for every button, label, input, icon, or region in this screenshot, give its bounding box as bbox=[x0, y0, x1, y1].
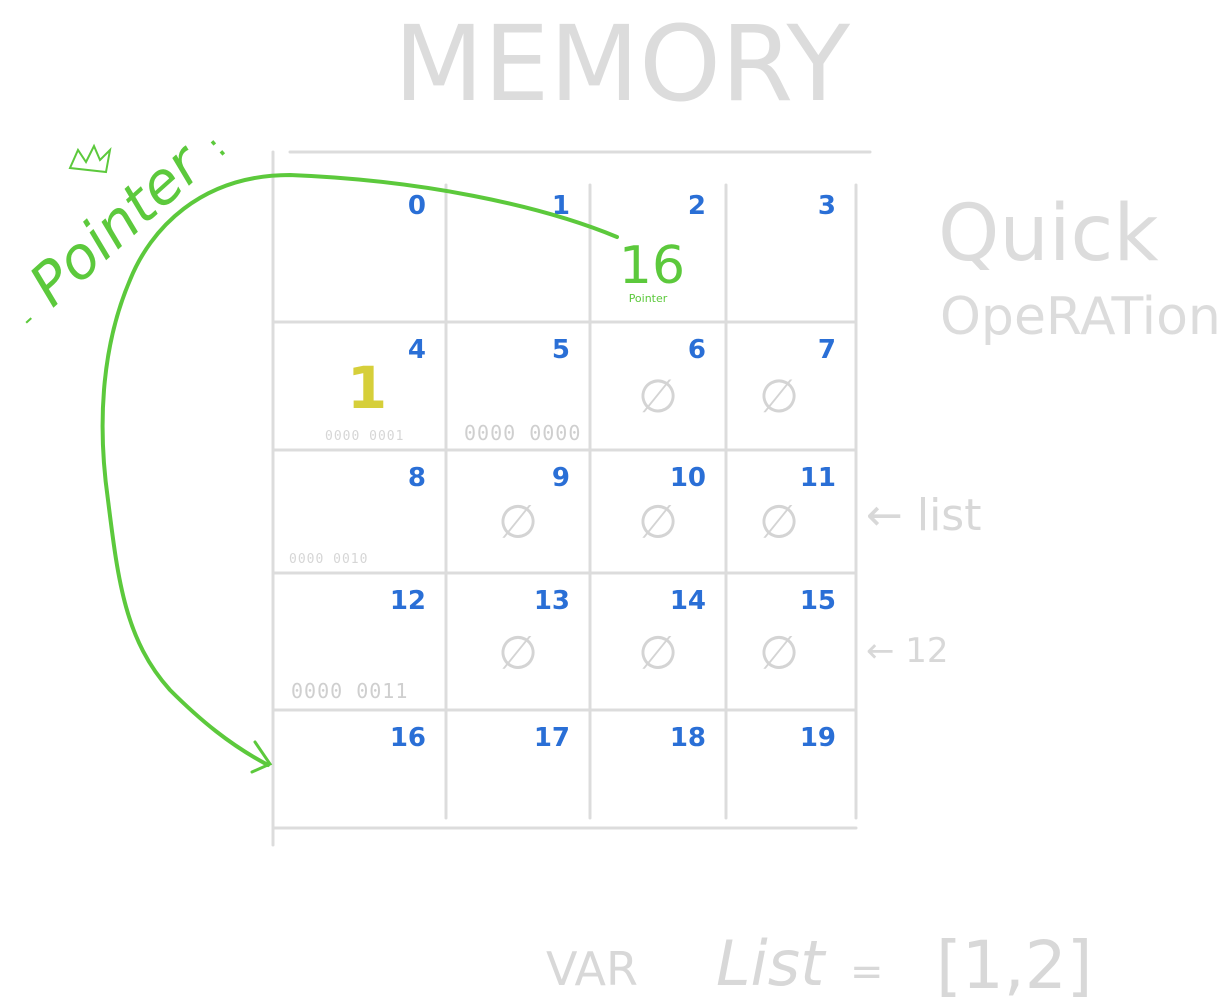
pointer-arrow bbox=[100, 172, 619, 767]
cell-address-16: 16 bbox=[390, 723, 426, 753]
list-value-cell-4: 1 bbox=[347, 354, 387, 422]
bit-label-cell-8: 0000 0010 bbox=[289, 552, 368, 567]
cell-address-14: 14 bbox=[670, 586, 706, 616]
cell-address-18: 18 bbox=[670, 723, 706, 753]
pointer-small-label: Pointer bbox=[629, 292, 668, 305]
pointer-dash-right: : bbox=[199, 127, 234, 164]
pointer-label: Pointer bbox=[16, 129, 217, 319]
annotation-twelve: ← 12 bbox=[866, 631, 949, 671]
cell-address-0: 0 bbox=[408, 191, 426, 221]
crown-doodle bbox=[68, 143, 112, 174]
cell-address-9: 9 bbox=[552, 463, 570, 493]
side-title-line1: Quick bbox=[938, 189, 1159, 279]
footer-name: List bbox=[716, 927, 827, 1000]
cell-address-12: 12 bbox=[390, 586, 426, 616]
bit-label-cell-5: 0000 0000 bbox=[464, 421, 581, 445]
bit-label-cell-4: 0000 0001 bbox=[325, 429, 404, 444]
cell-address-2: 2 bbox=[688, 191, 706, 221]
cell-address-15: 15 bbox=[800, 586, 836, 616]
empty-marker-cell-9: ∅ bbox=[498, 494, 538, 548]
cell-address-13: 13 bbox=[534, 586, 570, 616]
cell-address-3: 3 bbox=[818, 191, 836, 221]
empty-marker-cell-14: ∅ bbox=[638, 625, 678, 679]
memory-grid bbox=[271, 150, 872, 847]
footer-eq: = bbox=[850, 949, 884, 995]
empty-marker-cell-13: ∅ bbox=[498, 625, 538, 679]
cell-address-6: 6 bbox=[688, 335, 706, 365]
cell-address-1: 1 bbox=[552, 191, 570, 221]
empty-marker-cell-10: ∅ bbox=[638, 494, 678, 548]
pointer-arrowhead bbox=[250, 740, 273, 774]
annotation-list: ← list bbox=[866, 490, 981, 541]
cell-address-19: 19 bbox=[800, 723, 836, 753]
cell-address-8: 8 bbox=[408, 463, 426, 493]
empty-marker-cell-11: ∅ bbox=[759, 494, 799, 548]
bit-labels: 0000 0001 0000 0000 0000 0010 0000 0011 bbox=[289, 421, 581, 703]
bit-label-cell-12: 0000 0011 bbox=[291, 679, 408, 703]
empty-marker-cell-15: ∅ bbox=[759, 625, 799, 679]
side-title-line2: OpeRATion bbox=[940, 287, 1217, 347]
cell-address-17: 17 bbox=[534, 723, 570, 753]
footer-var: VAR bbox=[546, 942, 638, 996]
cell-address-11: 11 bbox=[800, 463, 836, 493]
footer-value: [1,2] bbox=[936, 927, 1092, 1000]
cell-address-7: 7 bbox=[818, 335, 836, 365]
empty-cell-markers: ∅ ∅ ∅ ∅ ∅ ∅ ∅ ∅ bbox=[498, 369, 799, 679]
cell-address-10: 10 bbox=[670, 463, 706, 493]
cell-address-5: 5 bbox=[552, 335, 570, 365]
empty-marker-cell-7: ∅ bbox=[759, 369, 799, 423]
cell-address-4: 4 bbox=[408, 335, 426, 365]
memory-title: MEMORY bbox=[394, 3, 851, 125]
pointer-dash-left: - bbox=[15, 305, 42, 334]
pointer-value: 16 bbox=[619, 236, 685, 296]
empty-marker-cell-6: ∅ bbox=[638, 369, 678, 423]
